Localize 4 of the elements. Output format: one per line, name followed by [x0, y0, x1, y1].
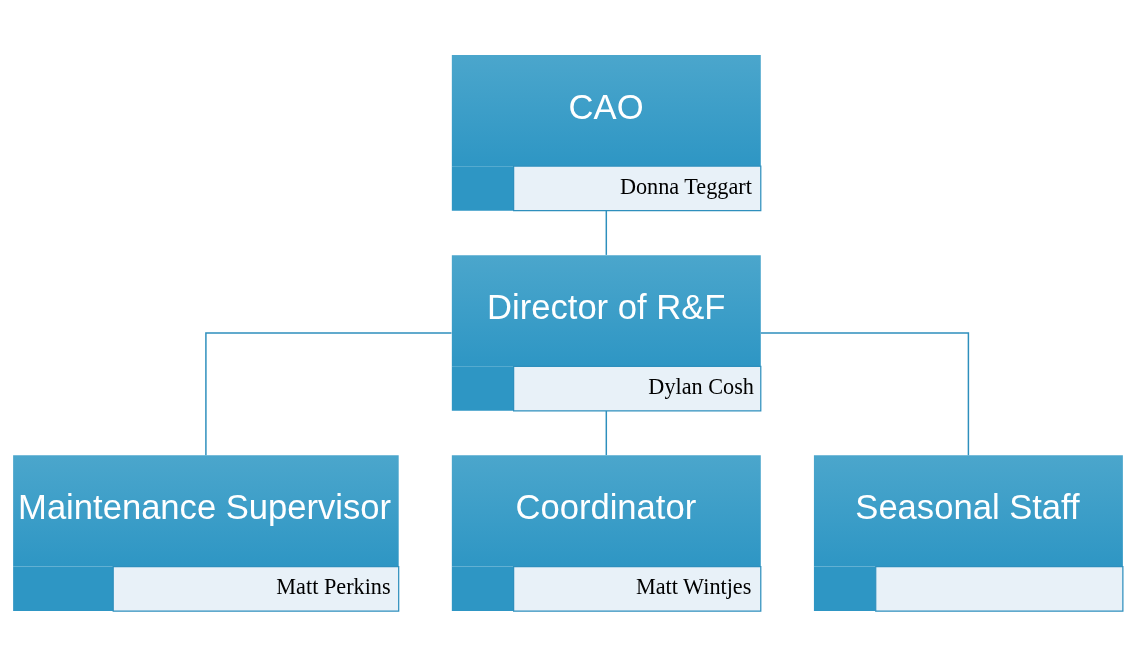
connector	[605, 210, 608, 256]
connector	[605, 410, 608, 456]
connector	[760, 332, 970, 456]
connector	[205, 332, 453, 456]
